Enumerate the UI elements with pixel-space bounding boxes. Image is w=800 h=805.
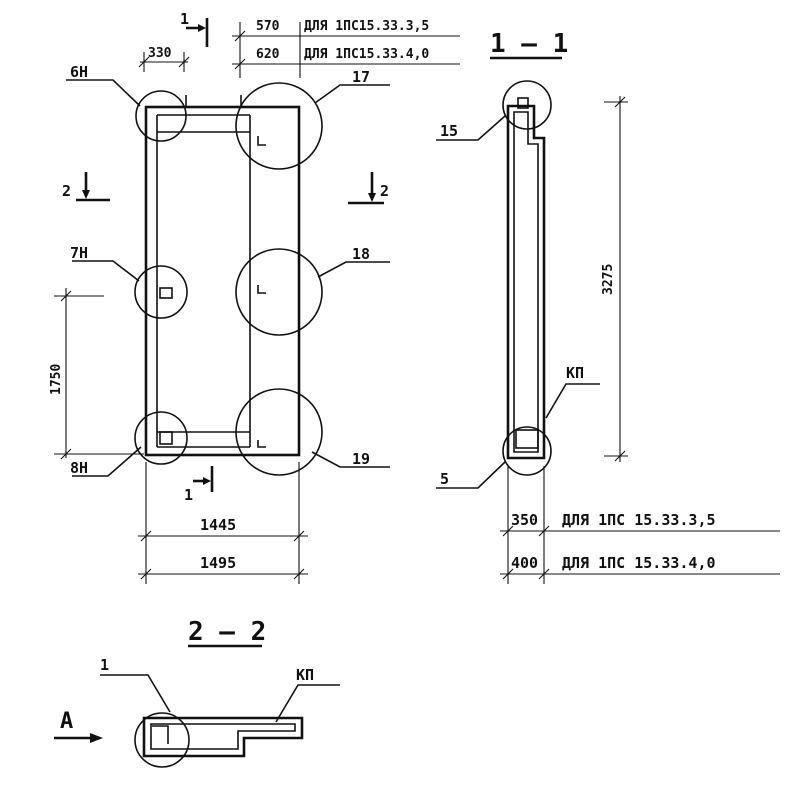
section-1-1-bottom-rib: [515, 429, 539, 449]
dim-570: 570: [256, 19, 280, 34]
callout-17: 17: [352, 68, 370, 86]
leader-8h: [72, 446, 142, 477]
callout-19: 19: [352, 450, 370, 468]
note-400: ДЛЯ 1ПС 15.33.4,0: [562, 554, 716, 572]
detail-circle-17: [235, 82, 323, 170]
label-kp-1-1: КП: [566, 364, 584, 382]
leader-kp: [545, 383, 600, 419]
tick-mark-19: [257, 440, 266, 448]
dim-400: 400: [511, 554, 538, 572]
note-570: ДЛЯ 1ПС15.33.3,5: [304, 19, 429, 34]
section-1-1: 1 – 1 15 КП 5 3275 350 ДЛЯ 1ПС 15.: [436, 29, 780, 584]
dim-330: 330: [148, 46, 172, 61]
dim-1445: 1445: [200, 516, 236, 534]
tick-mark-18: [257, 285, 266, 294]
leader-7h: [72, 260, 140, 282]
dim-1495: 1495: [200, 554, 236, 572]
detail-circle-8h: [134, 411, 188, 465]
embedded-plate-7h: [159, 287, 173, 299]
section-2-2-profile-inner: [150, 723, 296, 750]
leader-6h: [66, 79, 141, 107]
label-kp-2-2: КП: [296, 666, 314, 684]
note-350: ДЛЯ 1ПС 15.33.3,5: [562, 511, 716, 529]
section-1-1-profile-outer: [506, 104, 546, 460]
detail-circle-7h: [134, 265, 188, 319]
dim-620: 620: [256, 47, 280, 62]
section-2-2-profile-outer: [142, 716, 304, 758]
section-1-1-profile-inner: [513, 111, 539, 453]
embedded-plate-8h: [159, 431, 173, 445]
plan-view: 6H 17 7H 18 8H 19 1 1 2 2 330: [49, 10, 460, 584]
section-1-1-title: 1 – 1: [490, 29, 568, 59]
section-mark-right-label: 2: [380, 182, 389, 200]
leader-18: [317, 261, 390, 278]
leader-15: [436, 115, 506, 141]
leader-19: [311, 451, 390, 468]
callout-8h: 8H: [70, 459, 88, 477]
detail-circle-5: [502, 426, 552, 476]
dim-350: 350: [511, 511, 538, 529]
label-5: 5: [440, 470, 449, 488]
section-2-2-corner-rib: [152, 725, 169, 744]
section-2-2-title: 2 – 2: [188, 617, 266, 647]
tick-mark-17: [257, 136, 266, 146]
label-15: 15: [440, 122, 458, 140]
section-2-2: 2 – 2 1 КП А: [54, 617, 340, 768]
detail-circle-18: [235, 248, 323, 336]
panel-outline: [144, 105, 301, 457]
leader-17: [314, 84, 390, 104]
leader-kp-2-2: [275, 684, 340, 723]
section-mark-left-label: 2: [62, 182, 71, 200]
callout-7h: 7H: [70, 244, 88, 262]
section-1-1-top-rod: [517, 97, 529, 109]
detail-circle-15: [502, 80, 552, 130]
detail-circle-1: [134, 712, 190, 768]
dim-1750: 1750: [49, 364, 64, 395]
leader-5: [436, 461, 506, 489]
detail-circle-6h: [135, 90, 187, 142]
detail-circle-19: [235, 388, 323, 476]
note-620: ДЛЯ 1ПС15.33.4,0: [304, 47, 429, 62]
view-a-label: А: [60, 709, 73, 734]
section-mark-bottom-label: 1: [184, 486, 193, 504]
leader-1: [100, 674, 171, 713]
callout-6h: 6H: [70, 63, 88, 81]
label-1: 1: [100, 656, 109, 674]
section-mark-top-label: 1: [180, 10, 189, 28]
callout-18: 18: [352, 245, 370, 263]
dim-3275: 3275: [601, 264, 616, 295]
